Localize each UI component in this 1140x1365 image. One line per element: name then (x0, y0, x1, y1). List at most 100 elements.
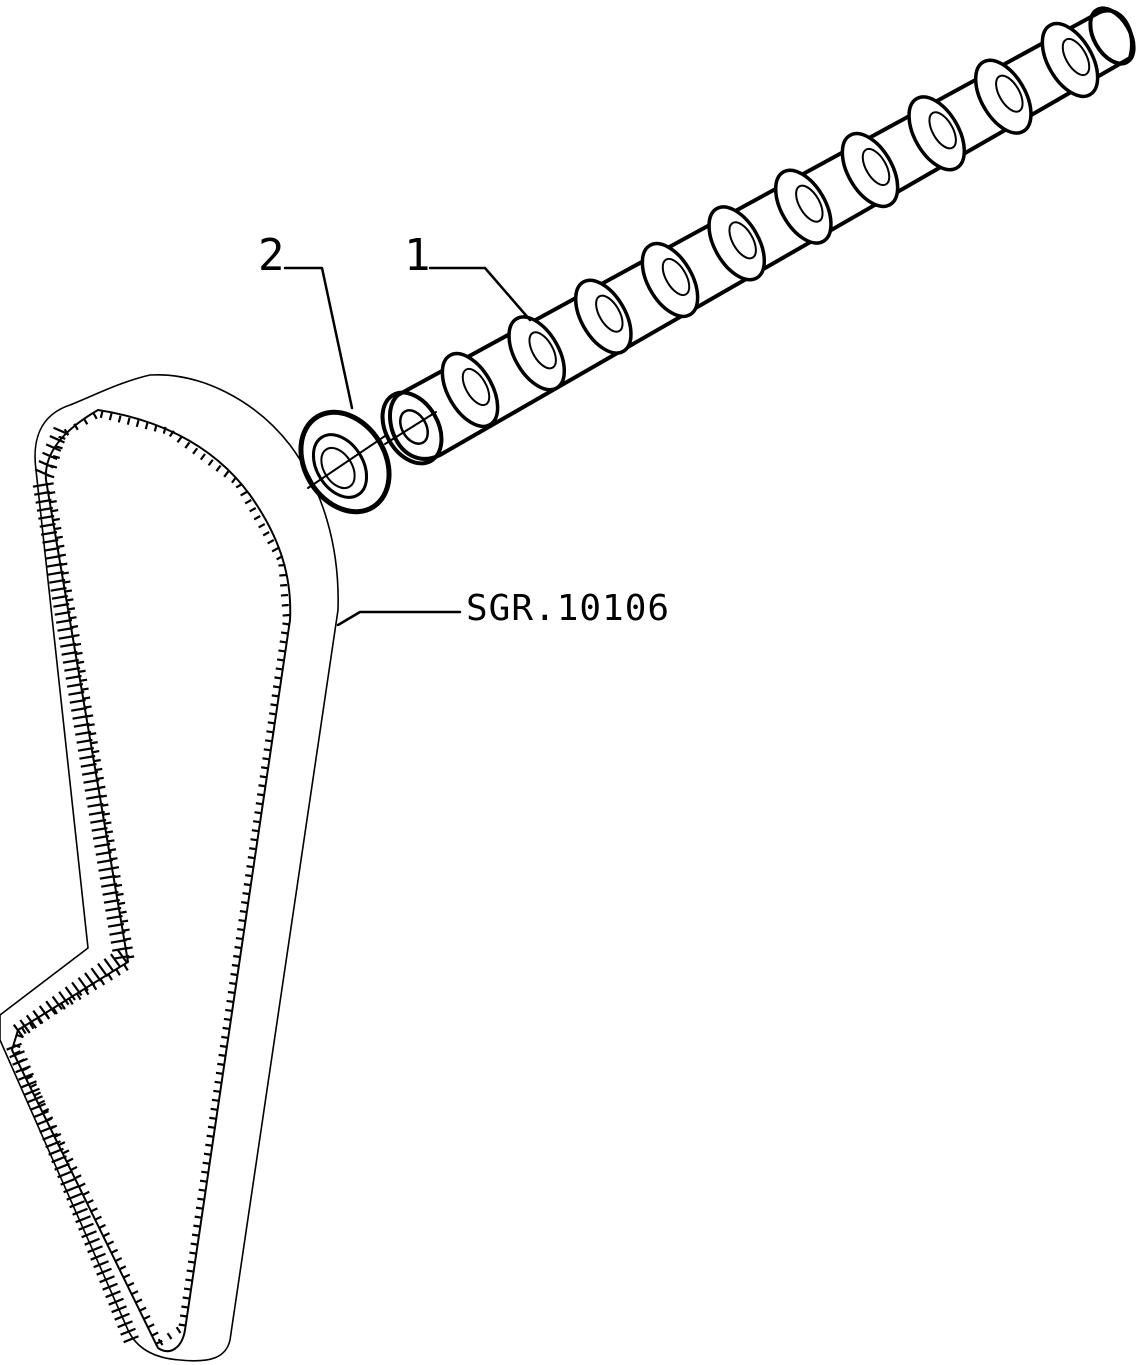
belt-tooth (123, 963, 129, 971)
belt-tooth (101, 803, 109, 807)
belt-tooth (263, 748, 271, 752)
belt-tooth (92, 749, 100, 754)
belt-tooth (234, 945, 242, 950)
belt-tooth (247, 856, 255, 860)
belt-tooth-band (35, 498, 52, 504)
belt-tooth-band (77, 977, 89, 992)
belt-tooth (239, 909, 247, 914)
belt-tooth (276, 658, 285, 662)
belt-tooth (249, 847, 257, 851)
belt-tooth (75, 651, 83, 656)
belt-tooth (225, 1008, 233, 1013)
belt-tooth (151, 1331, 159, 1337)
belt-tooth-band (75, 730, 92, 736)
belt-tooth (119, 910, 127, 914)
belt-tooth (61, 571, 70, 575)
belt-tooth (279, 573, 287, 577)
belt-tooth (219, 1044, 228, 1048)
belt-tooth (82, 417, 89, 425)
belt-tooth-band (72, 1207, 88, 1216)
belt-tooth (211, 1098, 220, 1102)
belt-tooth (60, 1002, 66, 1010)
belt-tooth (191, 1233, 200, 1237)
belt-tooth (93, 758, 101, 763)
belt-tooth-band (86, 794, 103, 800)
belt-tooth-band (111, 946, 129, 952)
belt-tooth-band (81, 770, 99, 776)
belt-tooth-band (39, 522, 56, 528)
belt-tooth-band (103, 898, 120, 904)
belt-tooth (51, 508, 59, 513)
belt-tooth (246, 865, 254, 869)
belt-tooth-band (53, 602, 70, 608)
cam-journal (573, 278, 633, 355)
cam-lobe-face (528, 331, 557, 370)
reference-code: SGR.10106 (466, 588, 670, 629)
belt-tooth (105, 830, 114, 834)
camshaft-rear-journal (1088, 6, 1136, 66)
belt-tooth (193, 1224, 201, 1228)
belt-tooth (66, 598, 74, 602)
belt-tooth (98, 1223, 106, 1229)
belt-tooth-band (36, 1117, 52, 1126)
belt-inner-edge (11, 409, 292, 1353)
belt-tooth (260, 766, 269, 770)
belt-tooth-band (61, 650, 78, 656)
belt-tooth (90, 1207, 98, 1213)
belt-tooth (57, 544, 65, 549)
belt-tooth (282, 622, 290, 626)
belt-tooth-band (90, 818, 107, 824)
belt-tooth (278, 649, 286, 653)
belt-tooth (117, 901, 126, 906)
belt-tooth (245, 874, 253, 878)
belt-tooth (237, 927, 245, 932)
belt-tooth (271, 694, 279, 698)
belt-teeth-outer (6, 426, 139, 1344)
belt-tooth-band (87, 1245, 103, 1254)
belt-tooth-band (51, 594, 69, 600)
belt-tooth (243, 883, 251, 887)
belt-tooth-band (80, 762, 97, 768)
belt-tooth (280, 583, 288, 587)
belt-tooth (52, 517, 60, 522)
belt-tooth-band (45, 1140, 61, 1149)
belt-tooth (106, 1240, 115, 1246)
belt-tooth (222, 1026, 230, 1031)
belt-tooth (279, 640, 287, 644)
belt-tooth (41, 1108, 50, 1114)
belt-tooth-band (57, 1170, 73, 1179)
belt-tooth-band (95, 850, 112, 856)
belt-tooth (240, 491, 248, 497)
belt-tooth-band (70, 706, 88, 712)
belt-tooth-band (114, 1312, 130, 1321)
belt-tooth (254, 811, 262, 815)
belt-tooth-band (57, 626, 74, 632)
belt-tooth-band (109, 953, 122, 968)
cam-lobe (1040, 21, 1100, 99)
belt-tooth (162, 426, 167, 434)
belt-tooth (262, 757, 270, 761)
belt-tooth (280, 631, 289, 635)
belt-tooth-band (75, 1215, 91, 1224)
belt-tooth-band (50, 586, 67, 592)
belt-tooth (90, 741, 98, 745)
belt-tooth (107, 973, 113, 981)
belt-tooth (94, 1215, 102, 1221)
cam-journal (973, 58, 1033, 135)
cam-lobe (507, 315, 567, 392)
belt-tooth (271, 547, 279, 553)
belt-tooth (115, 968, 121, 976)
belt-tooth (122, 928, 130, 932)
belt-tooth (114, 1257, 123, 1263)
belt-tooth (64, 589, 73, 593)
belt-tooth-band (102, 890, 119, 896)
belt-tooth (74, 1174, 82, 1180)
belt-tooth (68, 997, 74, 1005)
belt-tooth (75, 992, 82, 1001)
belt-tooth (226, 999, 234, 1004)
belt-tooth (185, 1278, 193, 1282)
belt-tooth (205, 1143, 213, 1147)
belt-tooth-band (38, 460, 54, 469)
belt-tooth (73, 423, 79, 431)
belt-tooth (183, 1287, 192, 1291)
